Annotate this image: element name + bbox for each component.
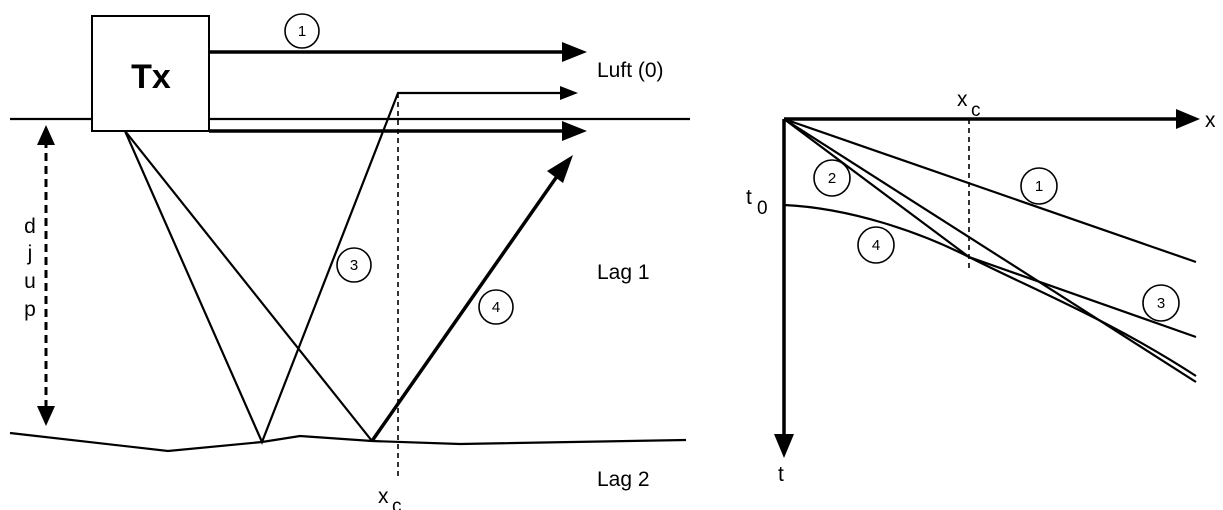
curve-badge-1 [1020, 167, 1058, 205]
depth-label-j: j [27, 242, 33, 265]
critical-refracted-ray [123, 91, 562, 445]
ray-badge-1-label: 1 [298, 23, 306, 40]
depth-label-u: u [24, 270, 36, 293]
depth-label-p: p [24, 298, 36, 321]
layer-boundary-line [9, 431, 687, 453]
x-axis-arrowhead [1176, 109, 1200, 129]
curve-2-ground-wave [783, 118, 1197, 383]
critical-refracted-arrowhead [560, 86, 578, 100]
intercept-label: t [746, 186, 752, 209]
curve-badge-4-label: 4 [872, 237, 880, 254]
ray-geometry-panel: Tx d j u p Luft (0) Lag 1 Lag 2 x c [9, 13, 690, 510]
reflected-ray-down [124, 130, 373, 442]
intercept-subscript: 0 [757, 198, 768, 219]
air-wave-arrowhead [562, 42, 587, 62]
ray-badge-1 [284, 13, 320, 49]
ray-badge-4-label: 4 [492, 299, 500, 316]
curve-badge-3 [1142, 284, 1180, 322]
curve-badge-3-label: 3 [1157, 295, 1165, 312]
depth-label-d: d [24, 215, 36, 238]
depth-arrow-head-top [37, 125, 55, 145]
t-axis-arrowhead [774, 434, 794, 458]
curve-3-refracted [783, 118, 1197, 339]
critical-distance-label: x [378, 485, 389, 508]
reflected-ray-up [370, 170, 562, 443]
layer1-label: Lag 1 [597, 261, 650, 284]
ray-badge-3 [336, 247, 372, 283]
plot-critical-distance-subscript: c [971, 100, 981, 121]
curve-badge-2 [813, 159, 851, 197]
curve-4-reflected [783, 203, 1197, 377]
air-layer-label: Luft (0) [597, 59, 664, 82]
ground-wave-arrowhead [562, 121, 587, 141]
t-axis-label: t [778, 463, 784, 486]
travel-time-plot: x t t 0 x c 2 1 4 3 [746, 88, 1216, 486]
ray-badge-3-label: 3 [350, 257, 358, 274]
ray-badge-4 [478, 289, 514, 325]
curve-badge-1-label: 1 [1035, 178, 1043, 195]
transmitter-box [91, 15, 210, 132]
plot-critical-distance-label: x [957, 88, 968, 111]
curve-1-air-wave [783, 117, 1197, 264]
curve-badge-4 [857, 226, 895, 264]
reflected-ray-arrowhead [547, 155, 573, 183]
layer2-label: Lag 2 [597, 468, 650, 491]
depth-arrow-head-bottom [37, 406, 55, 426]
transmitter-label: Tx [131, 58, 171, 96]
x-axis-label: x [1205, 109, 1216, 132]
critical-distance-subscript: c [392, 496, 402, 510]
curve-badge-2-label: 2 [828, 170, 836, 187]
